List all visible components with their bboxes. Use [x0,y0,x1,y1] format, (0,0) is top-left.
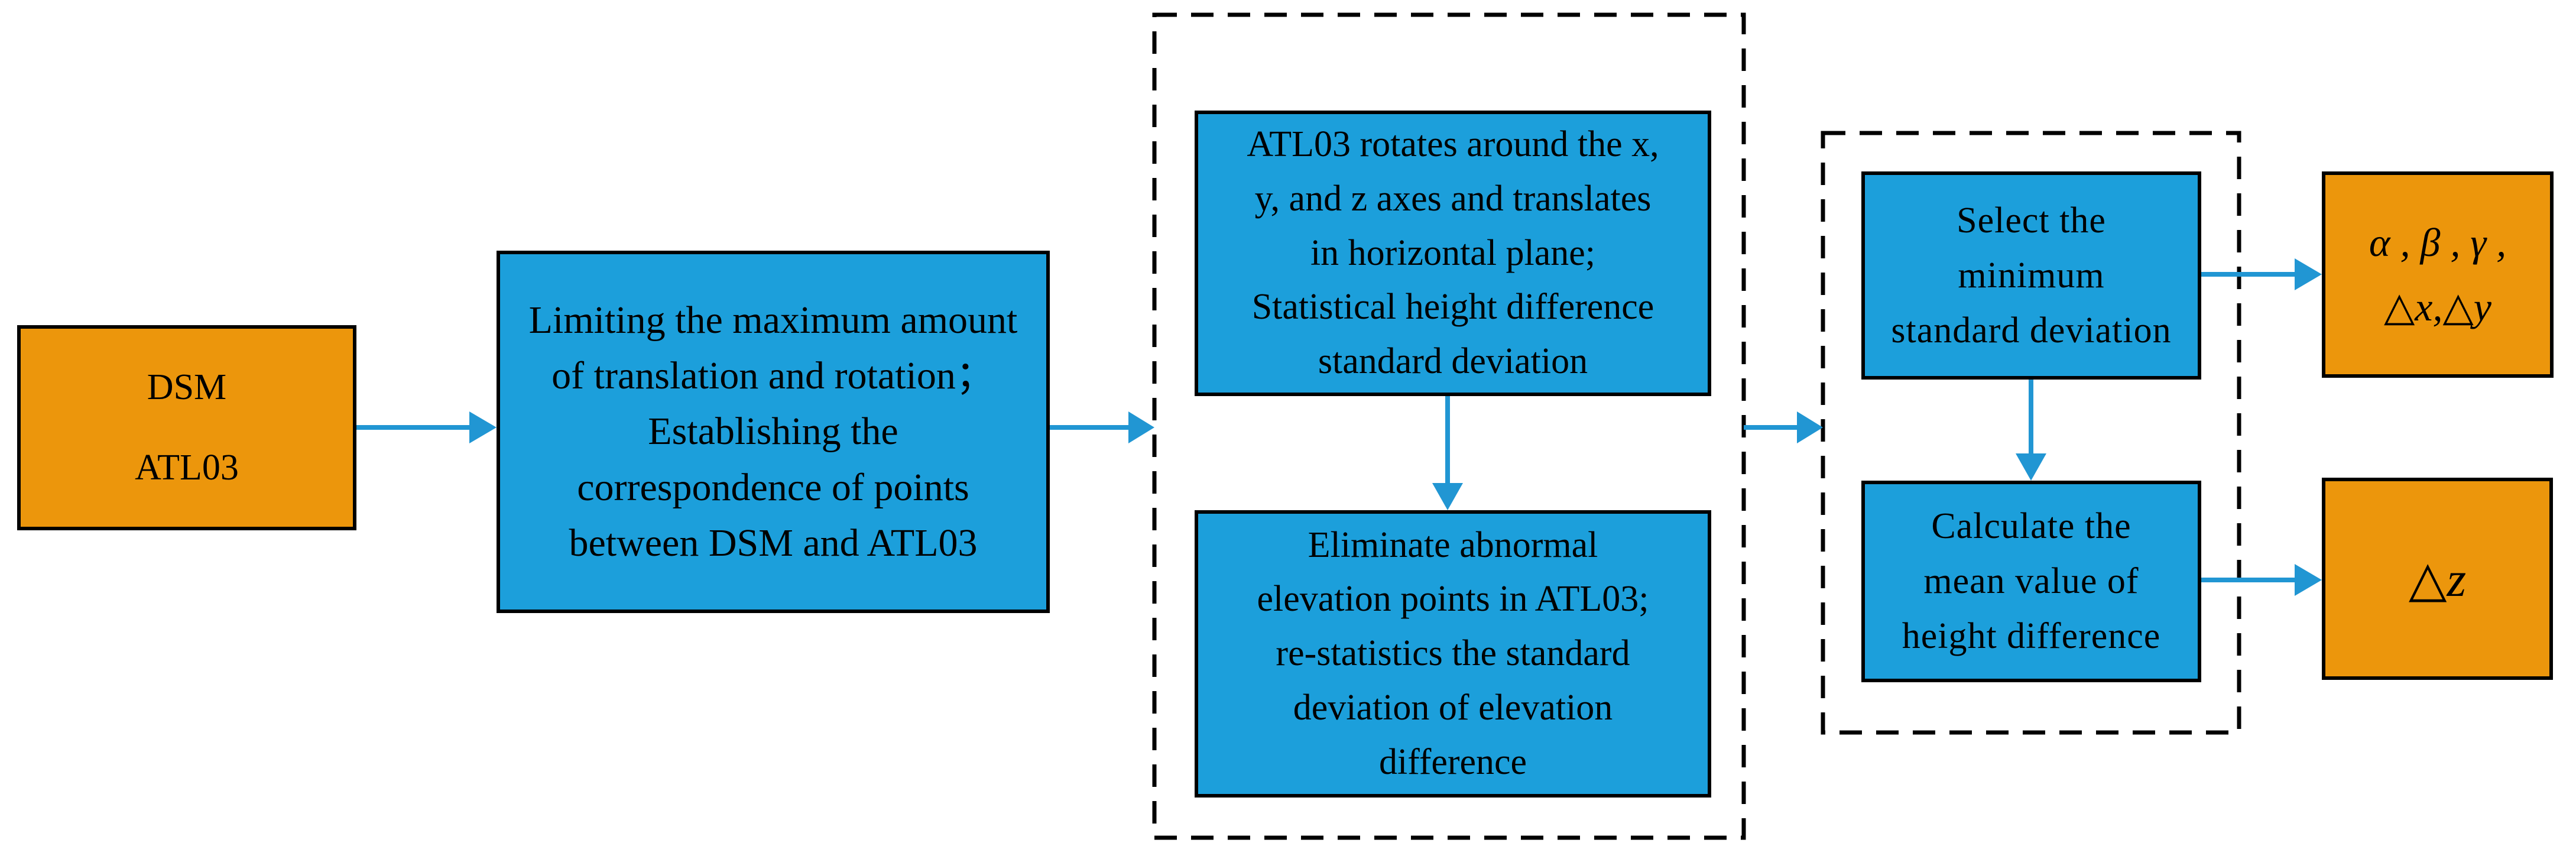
node-limit-translation-rotation: Limiting the maximum amount of translati… [497,251,1050,613]
node-calculate-mean-height-difference: Calculate the mean value of height diffe… [1861,481,2201,682]
arrow-step1-to-iteration [1049,411,1154,443]
node-text-line: Calculate the [1931,506,2131,546]
node-text-line: elevation points in ATL03; [1257,579,1649,620]
node-text-line: correspondence of points [577,465,969,509]
arrow-select-to-calculate [2016,380,2046,481]
node-input-data: DSM ATL03 [17,325,356,530]
node-text-line: standard deviation [1318,341,1588,382]
node-text-line: Establishing the [648,410,898,453]
node-output-rotation-translation-params: α , β , γ , △x,△y [2322,171,2554,378]
arrow-input-to-step1 [353,411,497,443]
arrow-calculate-to-height-output [2201,564,2322,596]
node-text-line: minimum [1958,255,2105,296]
dashed-container-selection [1821,131,2241,735]
node-text-line: Limiting the maximum amount [528,298,1018,342]
node-text-line: ATL03 [135,447,239,488]
node-eliminate-abnormal-points: Eliminate abnormal elevation points in A… [1195,510,1711,798]
node-text-line: difference [1378,741,1527,782]
node-output-height-offset: △z [2322,478,2553,680]
node-text-line: height difference [1902,616,2161,656]
node-text-line: between DSM and ATL03 [569,521,978,565]
node-text-line: in horizontal plane; [1310,232,1596,273]
node-text-line: re-statistics the standard [1276,633,1630,674]
node-text-line: Statistical height difference [1251,287,1654,328]
node-text-line: △z [2408,552,2467,607]
node-text-line: of translation and rotation； [551,354,995,397]
node-text-line: Eliminate abnormal [1308,524,1598,565]
arrow-select-to-rotation-output [2201,258,2322,290]
node-text-line: mean value of [1923,561,2139,601]
node-select-minimum-std: Select the minimum standard deviation [1861,171,2201,380]
node-text-line: DSM [147,367,227,408]
arrow-rotate-to-eliminate [1432,396,1463,510]
arrow-iteration-to-selection [1744,411,1823,443]
node-rotate-translate-statistics: ATL03 rotates around the x, y, and z axe… [1195,111,1711,396]
node-text-line: α , β , γ , [2369,219,2507,265]
node-text-line: Select the [1957,200,2106,241]
node-text-line: △x,△y [2384,284,2491,329]
node-text-line: y, and z axes and translates [1254,178,1652,219]
node-text-line: deviation of elevation [1293,687,1613,728]
node-text-line: ATL03 rotates around the x, [1247,124,1659,165]
node-text-line: standard deviation [1891,310,2172,351]
